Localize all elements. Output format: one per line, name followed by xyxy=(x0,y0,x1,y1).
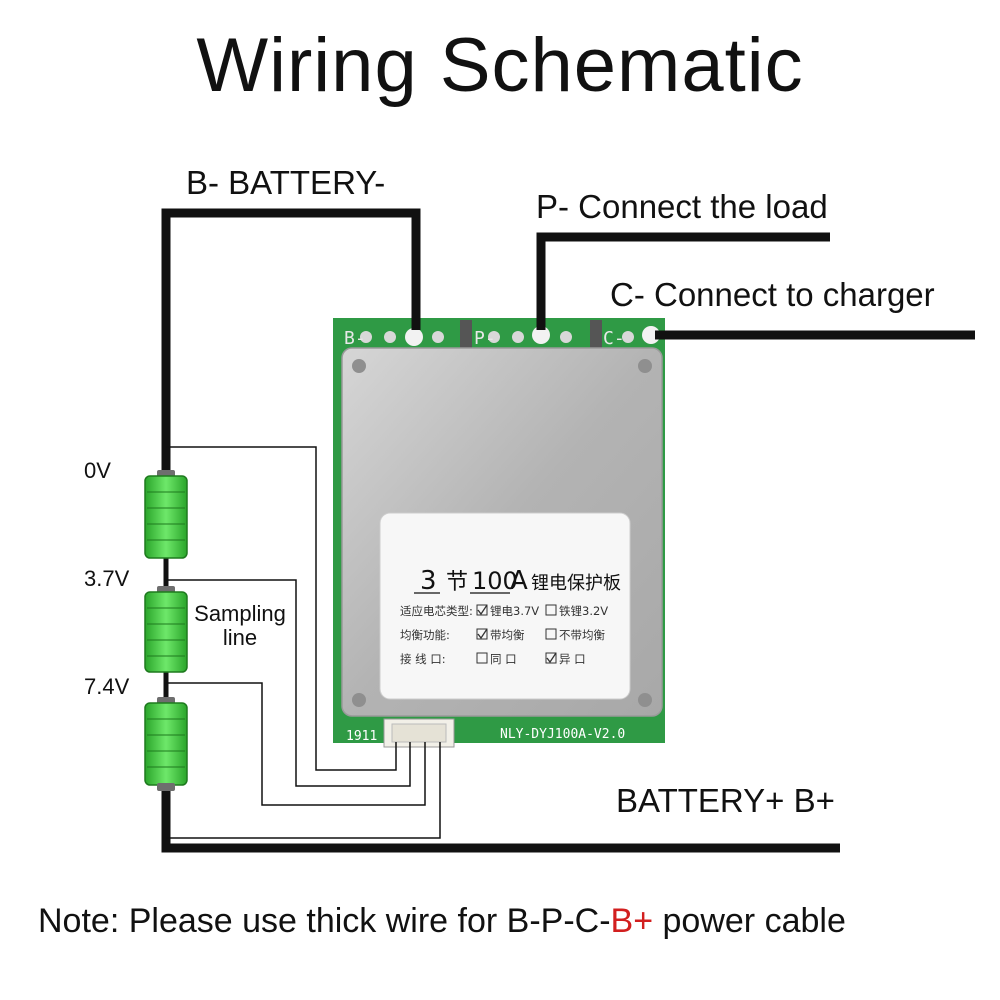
note-prefix: Note: Please use thick wire for B-P-C- xyxy=(38,902,611,940)
sampling-label-line2: line xyxy=(222,625,258,650)
sticker-option: 铁锂3.2V xyxy=(559,604,608,618)
sticker-cell-count: 3 xyxy=(420,566,437,596)
note-suffix: power cable xyxy=(653,902,846,940)
sticker-option: 同 口 xyxy=(490,652,517,666)
sticker-row-label: 均衡功能: xyxy=(400,628,450,642)
thick-wires xyxy=(161,208,975,853)
screw xyxy=(638,693,652,707)
sticker-row-label: 接 线 口: xyxy=(400,652,446,666)
model-number: NLY-DYJ100A-V2.0 xyxy=(500,727,625,742)
battery-cell xyxy=(144,586,188,673)
p-minus-label: P- Connect the load xyxy=(536,188,828,225)
sticker-option: 异 口 xyxy=(559,652,586,666)
sticker-option: 带均衡 xyxy=(490,628,525,642)
terminal-letter-c: C- xyxy=(603,328,625,349)
sampling-line-7v4 xyxy=(166,682,426,806)
c-minus-label: C- Connect to charger xyxy=(610,276,935,313)
p-minus-wire xyxy=(536,232,830,330)
sticker-heading: 3 节 100 A 锂电保护板 xyxy=(414,566,621,596)
voltage-label-0v: 0V xyxy=(84,458,111,483)
battery-pack xyxy=(144,470,188,791)
battery-cell xyxy=(144,697,188,791)
bms-board: B- P- C- 3 节 100 A 锂电保护板 适应电芯类型: 锂电3.7V … xyxy=(333,318,665,748)
note-highlight: B+ xyxy=(610,902,654,940)
voltage-label-3v7: 3.7V xyxy=(84,566,130,591)
screw xyxy=(352,359,366,373)
date-code: 1911 xyxy=(346,729,377,744)
page-title: Wiring Schematic xyxy=(196,23,804,108)
pcb-divider xyxy=(460,320,472,350)
sticker-unit: A xyxy=(510,566,528,596)
sampling-label-line1: Sampling xyxy=(194,601,286,626)
sampling-line-3v7 xyxy=(166,579,411,787)
screw xyxy=(352,693,366,707)
pcb-divider xyxy=(590,320,602,350)
sticker-title: 锂电保护板 xyxy=(531,573,621,594)
b-minus-wire xyxy=(161,208,421,473)
b-plus-wire xyxy=(161,786,840,853)
b-plus-label: BATTERY+ B+ xyxy=(616,782,835,819)
sticker-amperage: 100 xyxy=(472,567,518,595)
terminal-letter-b: B- xyxy=(344,328,366,349)
sampling-line-label: Sampling line xyxy=(188,602,292,650)
sticker-option: 锂电3.7V xyxy=(490,604,539,618)
sampling-lines xyxy=(166,446,441,839)
sticker-rows: 适应电芯类型: 锂电3.7V 铁锂3.2V 均衡功能: 带均衡 不带均衡 接 线… xyxy=(400,604,608,666)
product-sticker xyxy=(379,512,631,700)
battery-cell xyxy=(144,470,188,559)
b-minus-label: B- BATTERY- xyxy=(186,164,386,201)
sticker-option: 不带均衡 xyxy=(559,628,605,642)
terminal-letter-p: P- xyxy=(474,328,496,349)
sampling-line-0v xyxy=(166,446,397,771)
voltage-label-7v4: 7.4V xyxy=(84,674,130,699)
sticker-row-label: 适应电芯类型: xyxy=(400,604,473,618)
sticker-jie: 节 xyxy=(446,570,468,595)
note-text: Note: Please use thick wire for B-P-C-B+… xyxy=(38,902,846,941)
screw xyxy=(638,359,652,373)
sampling-line-bplus xyxy=(166,742,441,839)
